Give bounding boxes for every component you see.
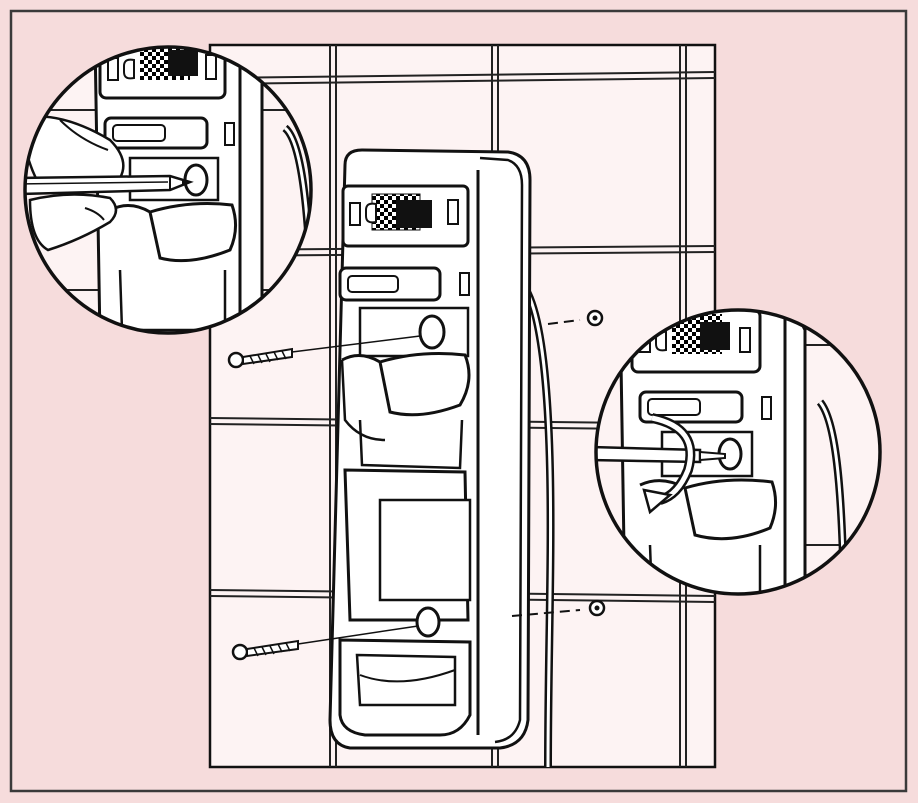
lower-wood-screw xyxy=(231,625,419,661)
upper-mounting-hole xyxy=(418,314,446,350)
upper-wall-plug xyxy=(547,309,604,327)
upper-wood-screw xyxy=(227,335,421,369)
wall-mounted-dispenser-unit xyxy=(328,148,532,750)
inset-marking-hole xyxy=(23,45,313,335)
lower-wall-plug xyxy=(511,599,606,617)
pencil-icon xyxy=(25,174,194,196)
lower-mounting-hole xyxy=(415,606,441,638)
screwdriver-icon xyxy=(596,445,726,464)
